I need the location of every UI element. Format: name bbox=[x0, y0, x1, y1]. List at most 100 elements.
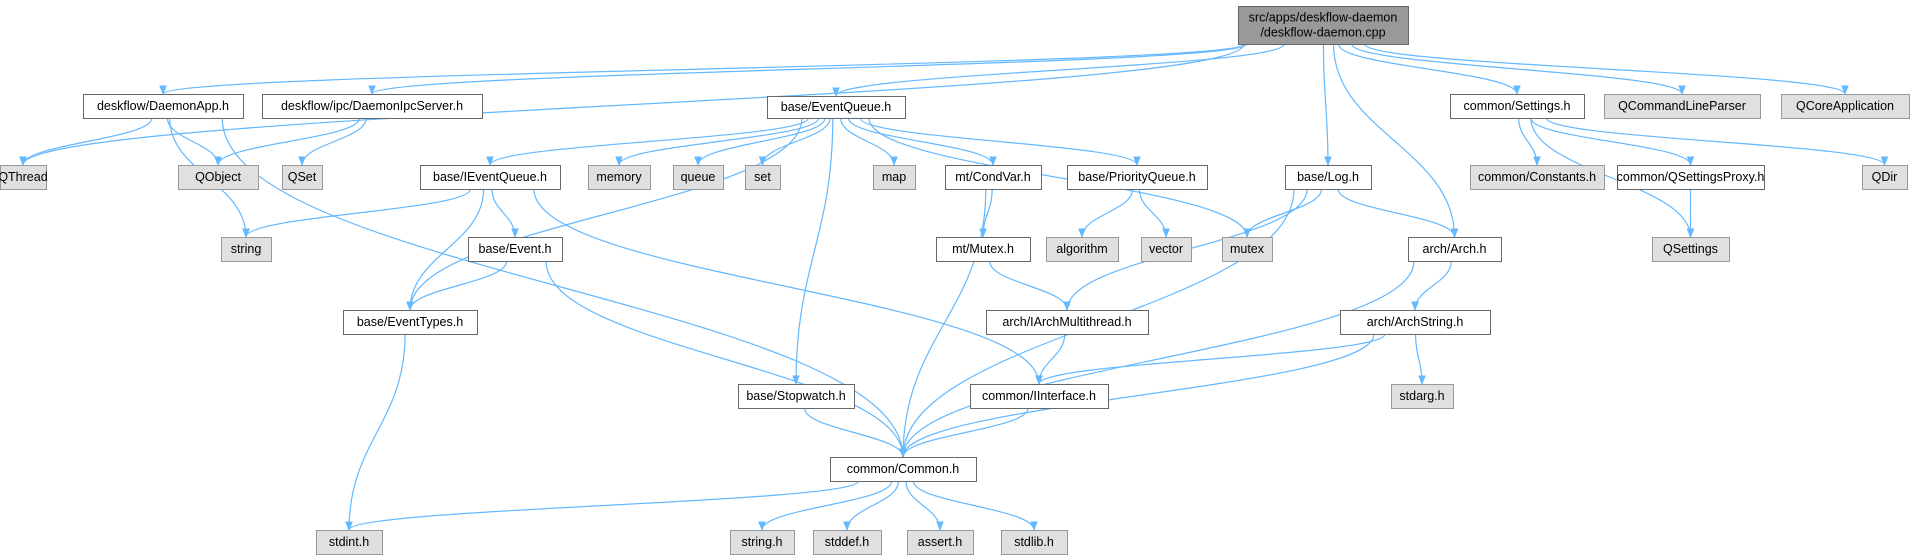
node-box-qthread bbox=[0, 165, 47, 190]
edge-common-to-assert bbox=[905, 480, 944, 531]
edge-root-to-daemonapp bbox=[159, 43, 1245, 95]
node-log[interactable]: base/Log.h bbox=[1285, 165, 1372, 190]
node-string_h: string.h bbox=[730, 530, 795, 555]
node-box-mutex_h bbox=[936, 237, 1031, 262]
edge-ieventqueue-to-event bbox=[491, 188, 519, 238]
node-box-stopwatch bbox=[738, 384, 855, 409]
edge-ipcserver-to-qset bbox=[298, 117, 367, 166]
edge-eventqueue-to-ieventqueue bbox=[486, 117, 809, 166]
node-qsettingsproxy[interactable]: common/QSettingsProxy.h bbox=[1617, 165, 1765, 190]
node-label-daemonapp: deskflow/DaemonApp.h bbox=[97, 99, 229, 113]
node-label-vector: vector bbox=[1149, 242, 1183, 256]
edge-root-to-qthread bbox=[19, 43, 1245, 166]
node-archstring[interactable]: arch/ArchString.h bbox=[1340, 310, 1491, 335]
node-box-qsettings bbox=[1652, 237, 1730, 262]
node-box-log bbox=[1285, 165, 1372, 190]
edge-condvar-to-mutex_h bbox=[979, 188, 993, 238]
node-box-queue bbox=[673, 165, 724, 190]
node-label-event: base/Event.h bbox=[479, 242, 552, 256]
node-daemonapp[interactable]: deskflow/DaemonApp.h bbox=[83, 94, 244, 119]
edge-eventqueue-to-map bbox=[840, 117, 898, 166]
node-label-qset: QSet bbox=[288, 170, 317, 184]
node-box-ieventqueue bbox=[420, 165, 561, 190]
node-box-vector bbox=[1141, 237, 1192, 262]
edge-ieventqueue-to-iinterface bbox=[533, 188, 1043, 385]
node-string: string bbox=[221, 237, 272, 262]
edge-common-to-string_h bbox=[758, 480, 893, 531]
node-condvar[interactable]: mt/CondVar.h bbox=[945, 165, 1042, 190]
node-label-qobject: QObject bbox=[195, 170, 241, 184]
node-label-stdint: stdint.h bbox=[329, 535, 369, 549]
node-box-stdarg bbox=[1391, 384, 1454, 409]
node-mutex_h[interactable]: mt/Mutex.h bbox=[936, 237, 1031, 262]
node-label-eventtypes: base/EventTypes.h bbox=[357, 315, 463, 329]
node-stdarg: stdarg.h bbox=[1391, 384, 1454, 409]
edge-eventqueue-to-set bbox=[758, 117, 831, 166]
node-stopwatch[interactable]: base/Stopwatch.h bbox=[738, 384, 855, 409]
node-box-ipcserver bbox=[262, 94, 483, 119]
node-box-map bbox=[873, 165, 916, 190]
edge-ieventqueue-to-eventtypes bbox=[406, 188, 485, 311]
node-label-iinterface: common/IInterface.h bbox=[982, 389, 1096, 403]
node-label-constants: common/Constants.h bbox=[1478, 170, 1596, 184]
edge-mutex_h-to-iarchmt bbox=[989, 260, 1071, 311]
node-qcoreapplication: QCoreApplication bbox=[1781, 94, 1910, 119]
edge-root-to-ipcserver bbox=[368, 43, 1248, 95]
node-box-qobject bbox=[178, 165, 259, 190]
node-box-stdint bbox=[316, 530, 383, 555]
node-ipcserver[interactable]: deskflow/ipc/DaemonIpcServer.h bbox=[262, 94, 483, 119]
edge-eventqueue-to-memory bbox=[615, 117, 820, 166]
node-eventtypes[interactable]: base/EventTypes.h bbox=[343, 310, 478, 335]
edge-arch-to-archstring bbox=[1411, 260, 1452, 311]
node-priorityqueue[interactable]: base/PriorityQueue.h bbox=[1067, 165, 1208, 190]
edge-settings-to-qdir bbox=[1545, 117, 1889, 166]
node-label-queue: queue bbox=[681, 170, 716, 184]
node-root[interactable]: src/apps/deskflow-daemon/deskflow-daemon… bbox=[1238, 6, 1409, 45]
node-arch[interactable]: arch/Arch.h bbox=[1408, 237, 1502, 262]
node-qthread: QThread bbox=[0, 165, 48, 190]
node-qobject: QObject bbox=[178, 165, 259, 190]
node-label-arch: arch/Arch.h bbox=[1423, 242, 1487, 256]
node-event[interactable]: base/Event.h bbox=[468, 237, 563, 262]
node-eventqueue[interactable]: base/EventQueue.h bbox=[767, 96, 906, 119]
node-qdir: QDir bbox=[1862, 165, 1908, 190]
node-label-eventqueue: base/EventQueue.h bbox=[781, 100, 892, 114]
node-iinterface[interactable]: common/IInterface.h bbox=[970, 384, 1109, 409]
node-box-daemonapp bbox=[83, 94, 244, 119]
node-label-qsettings: QSettings bbox=[1663, 242, 1718, 256]
edge-root-to-qcommandlineparser bbox=[1351, 43, 1686, 95]
edge-iinterface-to-common bbox=[899, 407, 1029, 458]
node-stdint: stdint.h bbox=[316, 530, 383, 555]
edge-archstring-to-iinterface bbox=[1035, 333, 1386, 385]
node-label-assert: assert.h bbox=[918, 535, 963, 549]
node-algorithm: algorithm bbox=[1046, 237, 1119, 262]
node-label-settings: common/Settings.h bbox=[1464, 99, 1571, 113]
edge-root-to-qcoreapplication bbox=[1364, 43, 1849, 95]
node-box-stdlib bbox=[1001, 530, 1068, 555]
node-iarchmt[interactable]: arch/IArchMultithread.h bbox=[986, 310, 1149, 335]
edge-root-to-log bbox=[1322, 43, 1332, 166]
node-qcommandlineparser: QCommandLineParser bbox=[1604, 94, 1761, 119]
node-label-qsettingsproxy: common/QSettingsProxy.h bbox=[1617, 170, 1765, 184]
edge-settings-to-qsettingsproxy bbox=[1530, 117, 1695, 166]
node-stdlib: stdlib.h bbox=[1001, 530, 1068, 555]
edge-settings-to-constants bbox=[1518, 117, 1541, 166]
node-label-mutex: mutex bbox=[1230, 242, 1265, 256]
edge-ieventqueue-to-string bbox=[242, 188, 472, 238]
edge-log-to-mutex bbox=[1243, 188, 1323, 238]
node-common[interactable]: common/Common.h bbox=[830, 457, 977, 482]
edge-eventqueue-to-stopwatch bbox=[792, 117, 834, 385]
node-box-qcommandlineparser bbox=[1604, 94, 1761, 119]
edge-daemonapp-to-qthread bbox=[19, 117, 153, 166]
node-box-event bbox=[468, 237, 563, 262]
node-box-root bbox=[1238, 6, 1409, 45]
edge-root-to-arch bbox=[1332, 43, 1459, 238]
edge-layer bbox=[19, 43, 1889, 531]
node-label-stddef: stddef.h bbox=[825, 535, 870, 549]
node-ieventqueue[interactable]: base/IEventQueue.h bbox=[420, 165, 561, 190]
edge-root-to-eventqueue bbox=[832, 43, 1285, 97]
node-label-priorityqueue: base/PriorityQueue.h bbox=[1078, 170, 1195, 184]
node-settings[interactable]: common/Settings.h bbox=[1450, 94, 1585, 119]
node-label-root: /deskflow-daemon.cpp bbox=[1260, 26, 1385, 40]
